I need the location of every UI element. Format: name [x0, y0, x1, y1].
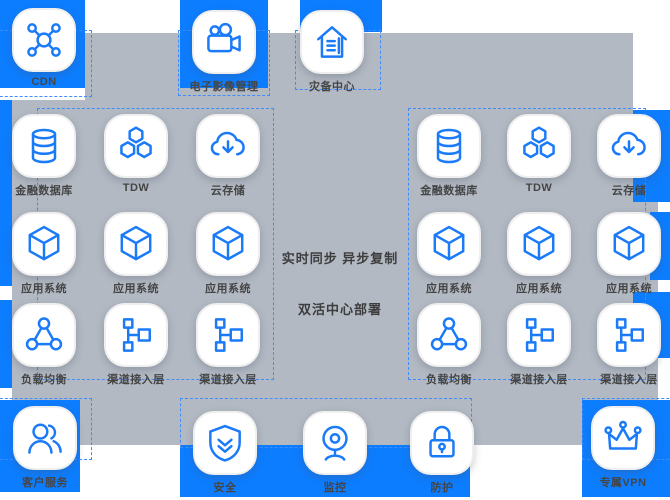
node-label: 应用系统	[606, 283, 652, 295]
channel-access-tree-icon	[507, 303, 571, 367]
node-dedicated-vpn: 专属VPN	[591, 406, 655, 498]
people-icon	[13, 406, 77, 470]
load-balancer-icon	[12, 303, 76, 367]
node-label: 安全	[213, 482, 237, 494]
node-channel-access-right-2: 渠道接入层	[597, 303, 661, 395]
decor-blue-strip-left-b	[0, 300, 12, 388]
node-app-system-left-3: 应用系统	[196, 212, 260, 304]
crown-icon	[591, 406, 655, 470]
node-label: 金融数据库	[15, 185, 73, 197]
white-gap-top-left	[0, 88, 85, 100]
node-label: 负载均衡	[21, 374, 67, 386]
channel-access-tree-icon	[597, 303, 661, 367]
webcam-icon	[303, 411, 367, 475]
decor-blue-strip-left-a	[0, 100, 12, 286]
node-financial-database-right: 金融数据库	[417, 114, 481, 206]
node-monitoring: 监控	[303, 411, 367, 500]
node-label: 应用系统	[113, 283, 159, 295]
tdw-hexagons-icon	[104, 114, 168, 178]
node-label: 云存储	[210, 185, 246, 197]
shield-icon	[193, 411, 257, 475]
node-app-system-right-1: 应用系统	[417, 212, 481, 304]
node-label: 渠道接入层	[510, 374, 568, 386]
lock-icon	[410, 411, 474, 475]
cube-icon	[104, 212, 168, 276]
sync-annotation: 实时同步 异步复制	[281, 251, 399, 266]
cdn-network-icon	[12, 8, 76, 72]
video-camera-icon	[192, 10, 256, 74]
database-icon	[417, 114, 481, 178]
node-cdn: CDN	[12, 8, 76, 100]
node-label: 应用系统	[21, 283, 67, 295]
node-disaster-recovery-center: 灾备中心	[300, 10, 364, 102]
cloud-download-icon	[597, 114, 661, 178]
node-app-system-right-2: 应用系统	[507, 212, 571, 304]
cube-icon	[12, 212, 76, 276]
node-label: 应用系统	[426, 283, 472, 295]
node-channel-access-left-2: 渠道接入层	[196, 303, 260, 395]
cube-icon	[507, 212, 571, 276]
node-label: 渠道接入层	[107, 374, 165, 386]
node-label: 金融数据库	[420, 185, 478, 197]
node-label: 负载均衡	[426, 374, 472, 386]
deployment-annotation: 双活中心部署	[297, 302, 382, 317]
node-label: 渠道接入层	[600, 374, 658, 386]
node-cloud-storage-right: 云存储	[597, 114, 661, 206]
node-load-balancer-left: 负载均衡	[12, 303, 76, 395]
cube-icon	[196, 212, 260, 276]
node-label: 应用系统	[516, 283, 562, 295]
cloud-download-icon	[196, 114, 260, 178]
node-tdw-right: TDW	[507, 114, 571, 206]
load-balancer-icon	[417, 303, 481, 367]
node-label: CDN	[31, 76, 57, 88]
cube-icon	[417, 212, 481, 276]
white-gap-top-right	[633, 33, 670, 110]
node-cloud-storage-left: 云存储	[196, 114, 260, 206]
node-label: 应用系统	[205, 283, 251, 295]
node-channel-access-left-1: 渠道接入层	[104, 303, 168, 395]
database-icon	[12, 114, 76, 178]
node-protection: 防护	[410, 411, 474, 500]
cube-icon	[597, 212, 661, 276]
channel-access-tree-icon	[196, 303, 260, 367]
node-app-system-right-3: 应用系统	[597, 212, 661, 304]
node-label: TDW	[525, 182, 553, 194]
node-electronic-imaging: 电子影像管理	[190, 10, 258, 102]
channel-access-tree-icon	[104, 303, 168, 367]
node-label: 防护	[430, 482, 454, 494]
node-load-balancer-right: 负载均衡	[417, 303, 481, 395]
disaster-recovery-house-icon	[300, 10, 364, 74]
node-tdw-left: TDW	[104, 114, 168, 206]
node-channel-access-right-1: 渠道接入层	[507, 303, 571, 395]
node-label: 云存储	[611, 185, 647, 197]
node-label: 监控	[323, 482, 347, 494]
node-label: 灾备中心	[309, 81, 355, 93]
node-financial-database-left: 金融数据库	[12, 114, 76, 206]
node-app-system-left-1: 应用系统	[12, 212, 76, 304]
node-label: TDW	[122, 182, 150, 194]
node-app-system-left-2: 应用系统	[104, 212, 168, 304]
node-label: 电子影像管理	[189, 81, 259, 93]
node-label: 专属VPN	[599, 477, 647, 489]
tdw-hexagons-icon	[507, 114, 571, 178]
node-label: 客户服务	[22, 477, 68, 489]
node-label: 渠道接入层	[199, 374, 257, 386]
node-security: 安全	[193, 411, 257, 500]
node-customer-service: 客户服务	[13, 406, 77, 498]
